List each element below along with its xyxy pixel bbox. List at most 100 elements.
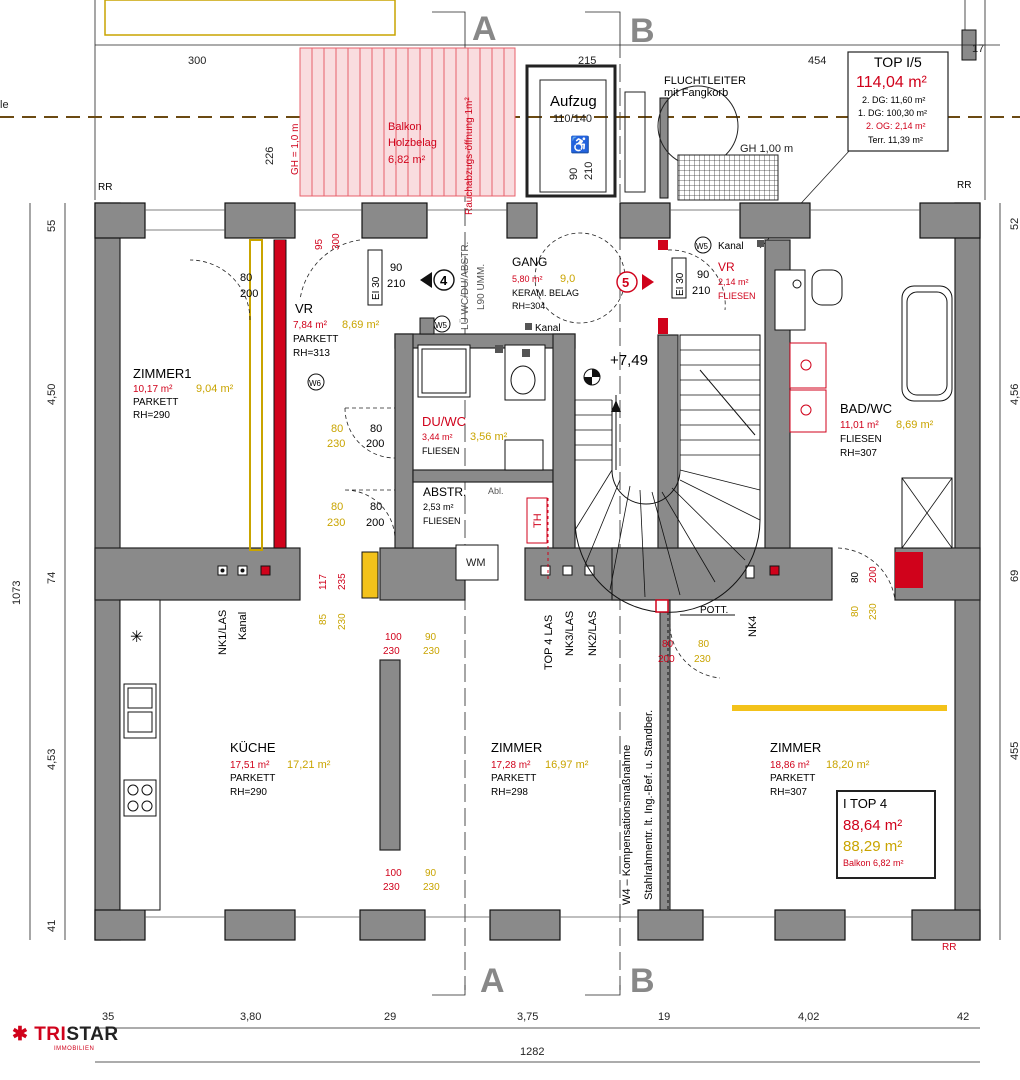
door-dim-h: 230	[868, 603, 879, 620]
top4-las-label: TOP 4 LAS	[543, 615, 555, 670]
left-dim-55: 55	[46, 220, 58, 232]
logo-star-icon: ✱	[12, 1024, 29, 1045]
staircase	[574, 334, 761, 613]
top-dim-5: 17	[972, 43, 984, 55]
washbasin	[504, 439, 544, 471]
ei30-box-2	[671, 257, 687, 299]
kitchen-sink	[123, 683, 157, 739]
accessible-icon: ♿	[570, 135, 590, 154]
zimmer3-name: ZIMMER	[770, 740, 821, 755]
fluchtleiter-line1: FLUCHTLEITER	[664, 75, 746, 87]
zimmer3-area-yel: 18,20 m²	[826, 759, 870, 771]
zimmer1-rh: RH=290	[133, 410, 170, 421]
door-dim-h: 230	[694, 654, 711, 665]
bottom-dim-1: 35	[102, 1011, 114, 1023]
door-dim-w: 80	[370, 423, 382, 435]
upper-terrace-outline	[104, 0, 396, 36]
door-swings	[189, 232, 896, 679]
top-dim-1: 300	[188, 55, 206, 67]
left-dim-total: 1073	[11, 581, 23, 605]
top-i5-total: 114,04 m²	[856, 74, 928, 91]
bottom-dim-3: 29	[384, 1011, 396, 1023]
door-dim-w: 100	[385, 868, 402, 879]
vr1-area-red: 7,84 m²	[293, 320, 328, 331]
terrace-grating	[677, 154, 779, 201]
outer-walls	[94, 202, 981, 941]
nk1-label: NK1/LAS	[217, 610, 229, 655]
door-dim-w: 80	[850, 605, 861, 617]
door-dim-w: 100	[385, 632, 402, 643]
door-dimensions: 80 200 90 210 90 210 95 300 80 200 80 23…	[240, 233, 879, 893]
top-i5-terr: Terr. 11,39 m²	[868, 135, 923, 145]
marker-5-arrow	[642, 274, 654, 290]
door-dim-h: 210	[387, 278, 405, 290]
door-dim-h: 210	[692, 285, 710, 297]
kueche-area-yel: 17,21 m²	[287, 759, 331, 771]
left-dim-453: 4,53	[46, 749, 58, 770]
vr1-floor: PARKETT	[293, 334, 338, 345]
bottom-dim-6: 4,02	[798, 1011, 819, 1023]
vr1-area-yel: 8,69 m²	[342, 319, 380, 331]
door-dim-w: 80	[850, 571, 861, 583]
bad-area-yel: 8,69 m²	[896, 419, 934, 431]
top4-balkon: Balkon 6,82 m²	[843, 858, 904, 868]
left-dim-41: 41	[46, 920, 58, 932]
bath-toilet	[811, 269, 843, 306]
bottom-dim-7: 42	[957, 1011, 969, 1023]
total-width-dim: 1282	[520, 1046, 544, 1058]
dim-226: 226	[264, 147, 276, 165]
marker-4: 4	[440, 273, 448, 288]
door-dim-w: 90	[425, 868, 437, 879]
rr-label-3: RR	[942, 942, 956, 953]
th-box	[526, 497, 548, 544]
zimmer2-area-red: 17,28 m²	[491, 760, 531, 771]
door-dim-h: 230	[337, 613, 348, 630]
top-i5-box	[847, 51, 949, 152]
balkon-name: Balkon	[388, 121, 422, 133]
top4-area-red: 88,64 m²	[843, 817, 902, 834]
window-lines	[145, 209, 920, 918]
left-dim-450: 4,50	[46, 384, 58, 405]
door-dim-w: 80	[370, 501, 382, 513]
door-dim-w: 90	[697, 269, 709, 281]
door-dim-h: 230	[383, 882, 400, 893]
balkon-area: 6,82 m²	[388, 154, 426, 166]
vr2-floor: FLIESEN	[718, 291, 756, 301]
door-dim-h: 230	[383, 646, 400, 657]
kanal-label-1: Kanal	[718, 241, 744, 252]
marker-4-arrow	[420, 272, 432, 288]
door-dim-h: 235	[337, 573, 348, 590]
gang-area-yel: 9,0	[560, 273, 575, 285]
door-dim-h: 230	[423, 882, 440, 893]
logo-sub: IMMOBILIEN	[54, 1046, 95, 1052]
right-dim-4: 455	[1009, 742, 1020, 760]
middle-wall	[94, 547, 981, 601]
ei30-label-1: EI 30	[371, 276, 382, 300]
door-dim-h: 230	[327, 438, 345, 450]
right-dim-3: 69	[1009, 570, 1020, 582]
vr2-name: VR	[718, 260, 735, 274]
gang-rh: RH=304	[512, 301, 545, 311]
w5-label-a: W5	[435, 321, 448, 330]
rr-label-2: RR	[957, 180, 971, 191]
w4-label: W4 – Kompensationsmaßnahme	[621, 745, 633, 905]
kanal-label-3: Kanal	[237, 612, 249, 640]
left-edge-label: le	[0, 99, 9, 111]
kitchen-counter	[119, 599, 161, 911]
right-dim-1: 52	[1009, 218, 1020, 230]
section-b-bottom: B	[630, 962, 655, 1000]
th-label: TH	[532, 513, 544, 528]
lue-label: LÜ WC/DU/ABSTR.	[459, 242, 471, 330]
room-labels: ZIMMER1 10,17 m² 9,04 m² PARKETT RH=290 …	[133, 255, 934, 798]
vr2-area-red: 2,14 m²	[718, 277, 749, 287]
top-i5-dg1: 1. DG: 100,30 m²	[858, 108, 927, 118]
closet-line	[732, 705, 947, 711]
abstr-abl: Abl.	[488, 486, 504, 496]
top-i5-dg2: 2. DG: 11,60 m²	[862, 95, 925, 105]
pott-label: POTT.	[700, 605, 728, 616]
door-dim-w: 117	[318, 574, 329, 590]
abstr-area-red: 2,53 m²	[423, 502, 454, 512]
hood-icon: ✳	[130, 629, 143, 646]
w5-label-b: W5	[696, 242, 709, 251]
